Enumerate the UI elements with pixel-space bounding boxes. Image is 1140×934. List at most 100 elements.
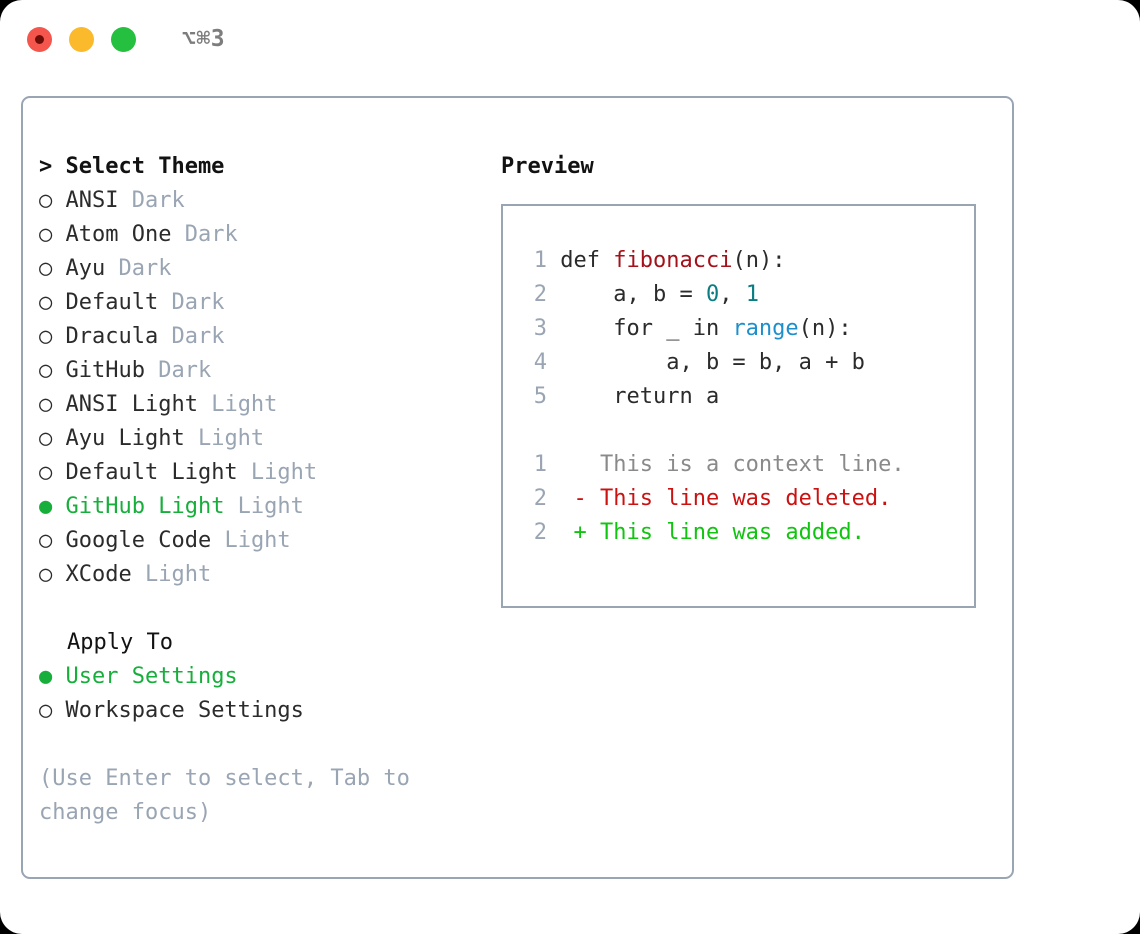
theme-list[interactable]: ○ ANSI Dark○ Atom One Dark○ Ayu Dark○ De… xyxy=(39,184,479,592)
theme-picker-column: > Select Theme ○ ANSI Dark○ Atom One Dar… xyxy=(39,150,479,830)
theme-variant-badge: Light xyxy=(237,460,318,485)
close-icon xyxy=(35,34,44,44)
theme-option-label: Default Light xyxy=(52,460,238,485)
code-token: def xyxy=(560,248,614,273)
code-token: return a xyxy=(560,384,720,409)
code-token: 0 xyxy=(705,282,720,307)
apply-to-section: Apply To ● User Settings○ Workspace Sett… xyxy=(39,626,479,728)
line-number: 1 xyxy=(533,248,547,273)
theme-variant-badge: Light xyxy=(197,392,278,417)
theme-option-ansi[interactable]: ○ ANSI Dark xyxy=(39,184,479,218)
theme-option-atom-one[interactable]: ○ Atom One Dark xyxy=(39,218,479,252)
apply-to-header: Apply To xyxy=(67,630,173,655)
apply-to-option-workspace-settings[interactable]: ○ Workspace Settings xyxy=(39,694,479,728)
radio-unselected-icon: ○ xyxy=(39,562,53,587)
theme-variant-badge: Light xyxy=(184,426,265,451)
code-line: 1 def fibonacci(n): xyxy=(521,244,974,278)
radio-unselected-icon: ○ xyxy=(39,460,53,485)
preview-column: Preview 1 def fibonacci(n):2 a, b = 0, 1… xyxy=(501,150,1001,608)
theme-option-label: ANSI xyxy=(52,188,119,213)
code-token: a, b = xyxy=(560,282,706,307)
radio-unselected-icon: ○ xyxy=(39,698,53,723)
keyboard-hint: (Use Enter to select, Tab to change focu… xyxy=(39,766,410,825)
theme-option-label: Ayu Light xyxy=(52,426,185,451)
code-line: 5 return a xyxy=(521,380,974,414)
apply-to-option-label: User Settings xyxy=(52,664,238,689)
theme-option-dracula[interactable]: ○ Dracula Dark xyxy=(39,320,479,354)
theme-option-label: GitHub xyxy=(52,358,145,383)
window-title: ⌥⌘3 xyxy=(182,25,226,52)
theme-option-label: Atom One xyxy=(52,222,172,247)
theme-option-ayu-light[interactable]: ○ Ayu Light Light xyxy=(39,422,479,456)
radio-unselected-icon: ○ xyxy=(39,222,53,247)
theme-variant-badge: Light xyxy=(131,562,212,587)
code-token: 1 xyxy=(745,282,759,307)
theme-variant-badge: Dark xyxy=(105,256,172,281)
code-token: , xyxy=(719,282,746,307)
radio-unselected-icon: ○ xyxy=(39,426,53,451)
radio-unselected-icon: ○ xyxy=(39,256,53,281)
diff-line-ctx: 1 This is a context line. xyxy=(521,448,974,482)
maximize-button[interactable] xyxy=(111,26,136,52)
radio-unselected-icon: ○ xyxy=(39,324,53,349)
theme-option-ansi-light[interactable]: ○ ANSI Light Light xyxy=(39,388,479,422)
radio-unselected-icon: ○ xyxy=(39,188,53,213)
theme-option-label: Dracula xyxy=(52,324,159,349)
theme-variant-badge: Dark xyxy=(144,358,212,383)
theme-variant-badge: Dark xyxy=(158,290,225,315)
theme-variant-badge: Dark xyxy=(118,188,185,213)
traffic-lights xyxy=(27,26,136,52)
theme-variant-badge: Light xyxy=(211,528,291,553)
line-number: 5 xyxy=(533,384,547,409)
theme-variant-badge: Light xyxy=(224,494,304,519)
minimize-button[interactable] xyxy=(69,26,94,52)
apply-to-list[interactable]: ● User Settings○ Workspace Settings xyxy=(39,660,479,728)
radio-selected-icon: ● xyxy=(39,664,53,689)
line-number: 2 xyxy=(533,520,547,545)
close-button[interactable] xyxy=(27,26,52,52)
code-diff-spacer xyxy=(521,414,974,448)
theme-option-google-code[interactable]: ○ Google Code Light xyxy=(39,524,479,558)
diff-text: This is a context line. xyxy=(573,452,905,477)
code-line: 3 for _ in range(n): xyxy=(521,312,974,346)
select-theme-header: > Select Theme xyxy=(39,154,225,179)
preview-header: Preview xyxy=(501,154,594,179)
radio-selected-icon: ● xyxy=(39,494,53,519)
theme-variant-badge: Dark xyxy=(171,222,238,247)
code-token: a, b = b, a + b xyxy=(560,350,865,375)
code-token: fibonacci xyxy=(613,248,733,273)
theme-option-xcode[interactable]: ○ XCode Light xyxy=(39,558,479,592)
theme-option-default[interactable]: ○ Default Dark xyxy=(39,286,479,320)
diff-line-del: 2 - This line was deleted. xyxy=(521,482,974,516)
line-number: 1 xyxy=(533,452,547,477)
code-line: 2 a, b = 0, 1 xyxy=(521,278,974,312)
radio-unselected-icon: ○ xyxy=(39,290,53,315)
radio-unselected-icon: ○ xyxy=(39,528,53,553)
theme-option-label: Google Code xyxy=(52,528,212,553)
line-number: 4 xyxy=(533,350,547,375)
line-number: 2 xyxy=(533,486,547,511)
theme-option-default-light[interactable]: ○ Default Light Light xyxy=(39,456,479,490)
theme-option-label: XCode xyxy=(52,562,132,587)
radio-unselected-icon: ○ xyxy=(39,392,53,417)
code-token: (n): xyxy=(798,316,852,341)
code-token: range xyxy=(732,316,799,341)
theme-option-ayu[interactable]: ○ Ayu Dark xyxy=(39,252,479,286)
radio-unselected-icon: ○ xyxy=(39,358,53,383)
apply-to-option-label: Workspace Settings xyxy=(52,698,304,723)
code-token: for _ in xyxy=(560,316,733,341)
main-panel: > Select Theme ○ ANSI Dark○ Atom One Dar… xyxy=(21,96,1014,879)
diff-text: + This line was added. xyxy=(573,520,865,545)
title-bar: ⌥⌘3 xyxy=(0,0,1140,78)
diff-sample: 1 This is a context line.2 - This line w… xyxy=(521,448,974,550)
apply-to-option-user-settings[interactable]: ● User Settings xyxy=(39,660,479,694)
theme-option-label: Default xyxy=(52,290,159,315)
theme-option-label: GitHub Light xyxy=(52,494,225,519)
code-token: (n): xyxy=(732,248,786,273)
theme-option-github[interactable]: ○ GitHub Dark xyxy=(39,354,479,388)
theme-option-github-light[interactable]: ● GitHub Light Light xyxy=(39,490,479,524)
line-number: 2 xyxy=(533,282,547,307)
code-line: 4 a, b = b, a + b xyxy=(521,346,974,380)
